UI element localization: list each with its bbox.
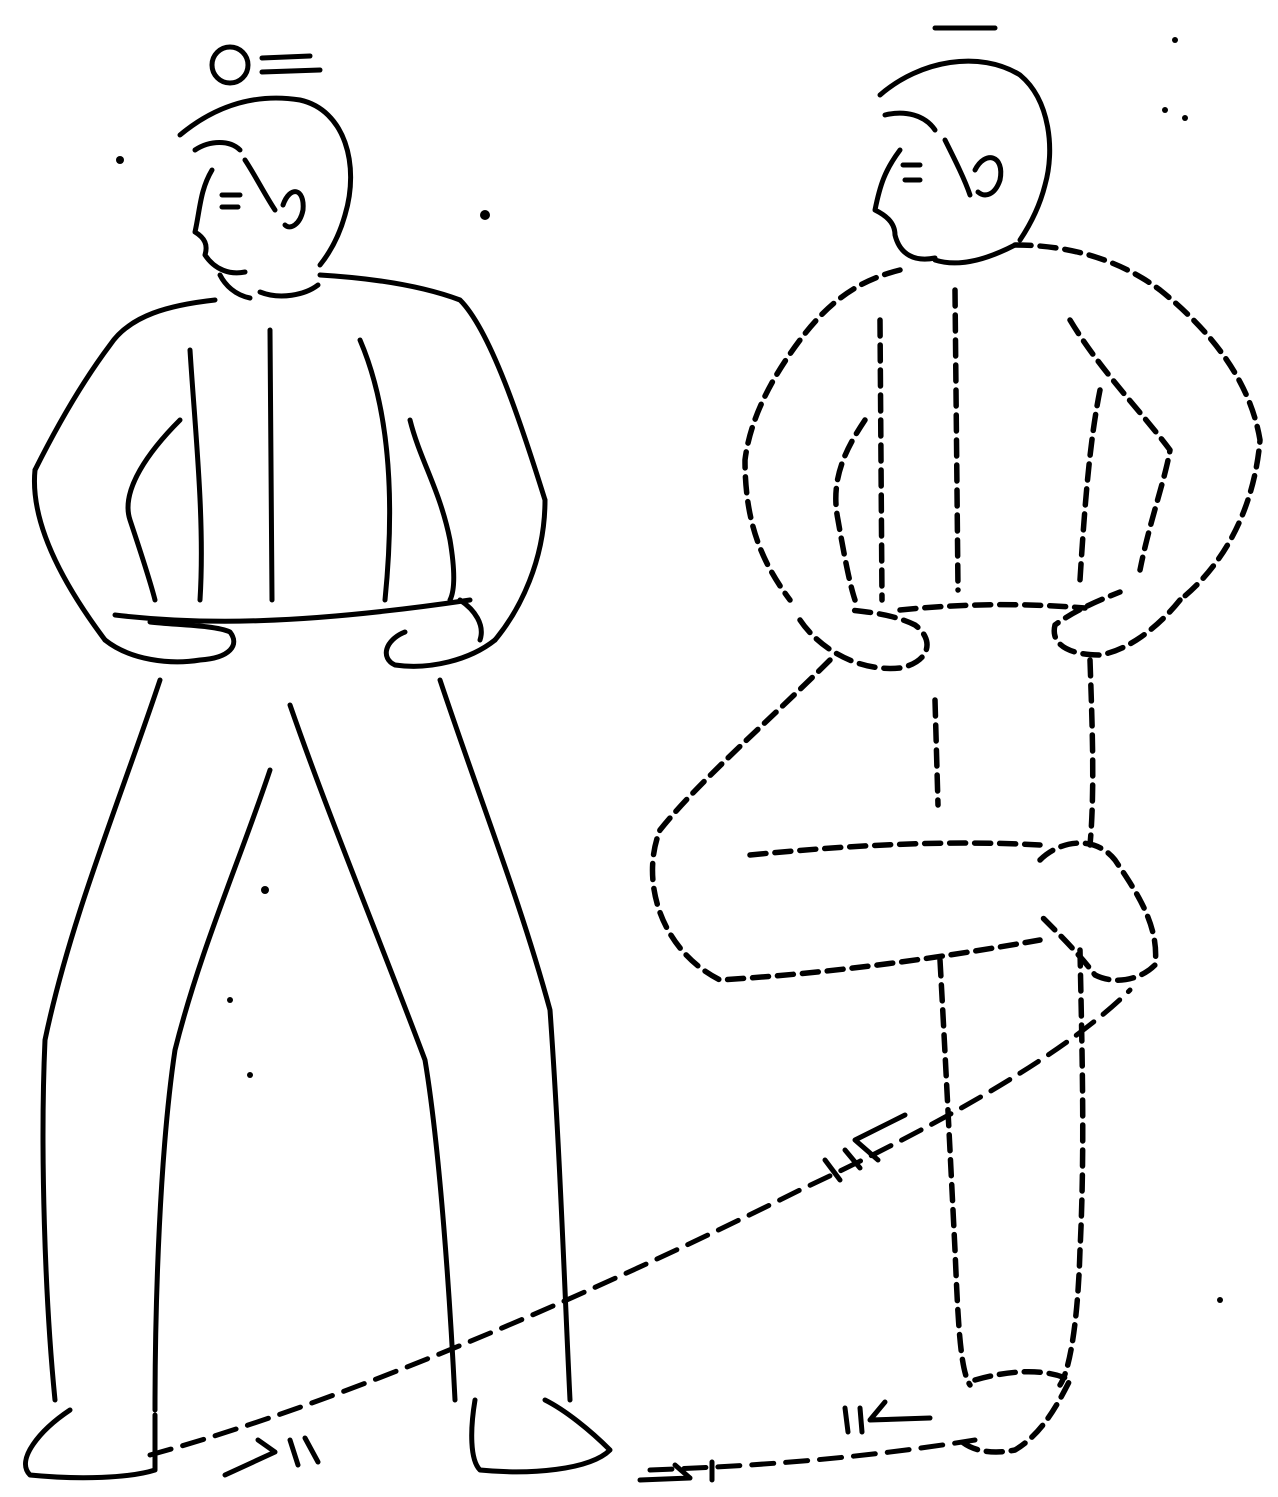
arrow-icon xyxy=(225,1438,318,1475)
legs-right xyxy=(653,660,1156,1452)
arrow-icon xyxy=(845,1402,930,1432)
legs-left xyxy=(26,680,610,1478)
circle-dash-marker xyxy=(212,47,320,83)
head-right xyxy=(875,61,1050,263)
print-specks xyxy=(116,37,1223,1303)
torso-left xyxy=(34,275,545,666)
movement-path xyxy=(150,990,1130,1480)
figure-start-pose xyxy=(26,47,610,1478)
head-left xyxy=(180,98,351,298)
arrow-icon xyxy=(825,1115,905,1180)
torso-right xyxy=(745,245,1260,668)
figure-end-pose xyxy=(653,28,1261,1452)
